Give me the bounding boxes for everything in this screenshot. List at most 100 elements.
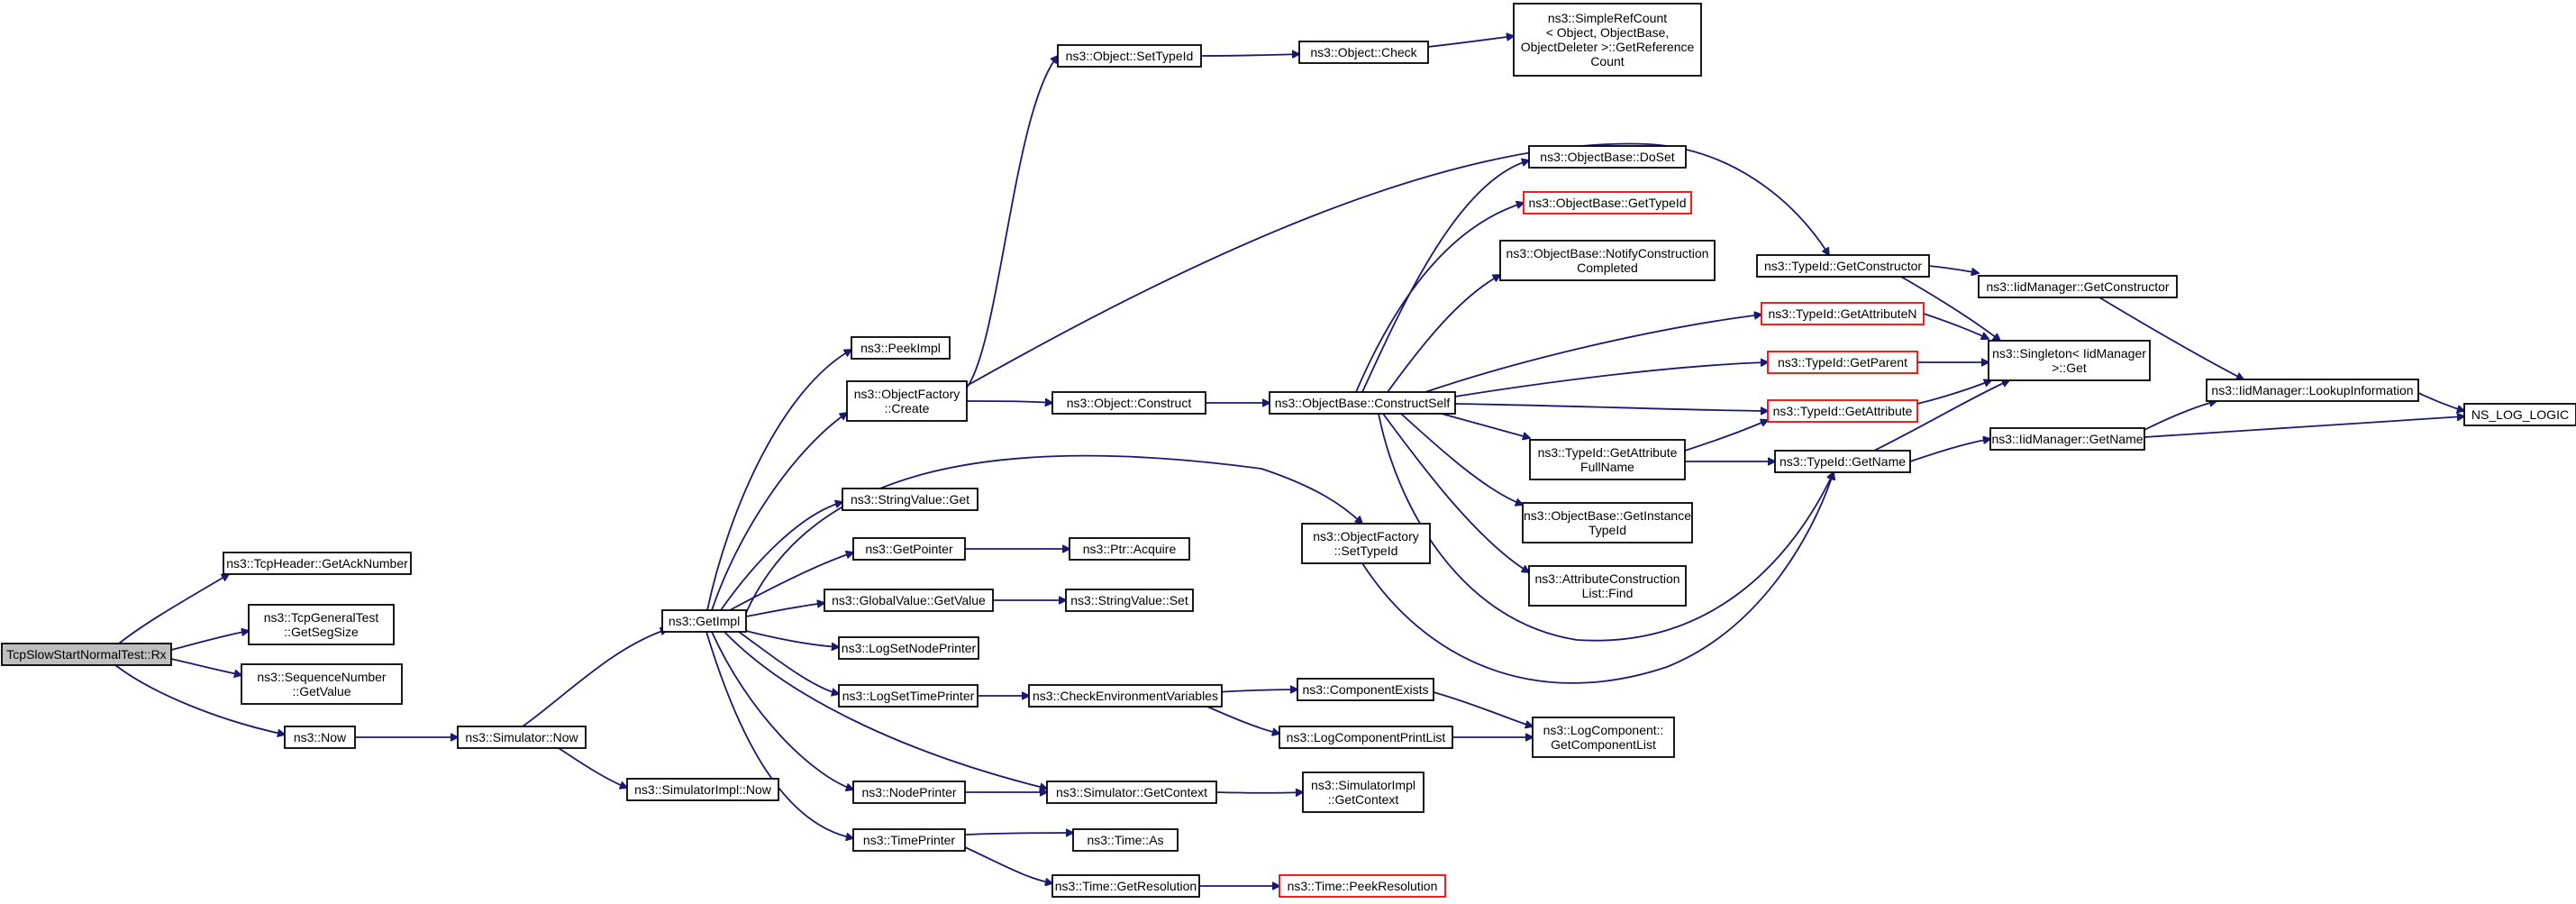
node-label: ns3::NodePrinter <box>861 785 956 799</box>
node-box <box>842 488 979 511</box>
node-box <box>457 726 587 749</box>
node-label: ns3::Object::Construct <box>1067 396 1192 410</box>
node-n32[interactable]: ns3::LogComponentPrintList <box>1279 726 1453 749</box>
node-n12[interactable]: ns3::GlobalValue::GetValue <box>824 589 994 612</box>
node-label: ns3::LogSetNodePrinter <box>842 641 977 655</box>
node-label: ns3::Simulator::Now <box>465 730 578 744</box>
node-n47[interactable]: ns3::IidManager::GetName <box>1989 427 2145 451</box>
node-n9[interactable]: ns3::ObjectFactory::Create <box>846 380 968 422</box>
call-edge <box>1400 413 1523 505</box>
node-n17[interactable]: ns3::Object::SetTypeId <box>1057 44 1202 68</box>
node-label: ns3::SimulatorImpl::Now <box>634 782 772 797</box>
node-label: ns3::GlobalValue::GetValue <box>832 593 986 607</box>
call-edge <box>966 56 1058 388</box>
call-edge <box>2144 401 2216 431</box>
node-label: ns3::ComponentExists <box>1302 682 1428 697</box>
node-n22[interactable]: ns3::ObjectBase::DoSet <box>1528 145 1687 169</box>
node-n44[interactable]: ns3::TypeId::GetName <box>1774 450 1911 473</box>
node-label: ns3::ObjectBase::NotifyConstruction <box>1506 246 1709 260</box>
node-n35[interactable]: ns3::SimulatorImpl::GetContext <box>1302 772 1425 813</box>
call-edge <box>1361 160 1529 393</box>
node-n0[interactable]: TcpSlowStartNormalTest::Rx <box>1 643 172 666</box>
node-box <box>1761 302 1925 325</box>
node-n20[interactable]: ns3::Object::Construct <box>1051 391 1206 415</box>
node-n37[interactable]: ns3::Time::GetResolution <box>1051 874 1200 898</box>
call-edge <box>724 631 1047 789</box>
node-label: ns3::Object::SetTypeId <box>1066 49 1194 63</box>
call-edge <box>1900 276 2000 341</box>
node-n28[interactable]: ns3::Ptr::Acquire <box>1069 537 1190 561</box>
call-edge <box>558 747 627 788</box>
node-label: ns3::TimePrinter <box>863 833 956 847</box>
node-box <box>1528 145 1687 169</box>
node-n42[interactable]: ns3::TypeId::GetParent <box>1767 351 1918 374</box>
node-n5[interactable]: ns3::Simulator::Now <box>457 726 587 749</box>
node-label: ns3::StringValue::Set <box>1070 593 1188 607</box>
node-n29[interactable]: ns3::StringValue::Set <box>1065 589 1194 612</box>
node-box <box>626 778 779 801</box>
node-label: ns3::TcpGeneralTest <box>264 610 379 625</box>
node-box <box>661 609 747 633</box>
node-n2[interactable]: ns3::TcpGeneralTest::GetSegSize <box>248 604 395 645</box>
node-box <box>241 663 403 705</box>
node-n10[interactable]: ns3::StringValue::Get <box>842 488 979 511</box>
node-n48[interactable]: ns3::IidManager::LookupInformation <box>2206 379 2419 402</box>
node-box <box>1301 523 1431 564</box>
node-n24[interactable]: ns3::ObjectBase::NotifyConstructionCompl… <box>1499 240 1716 281</box>
node-n18[interactable]: ns3::Object::Check <box>1298 41 1429 64</box>
node-n49[interactable]: NS_LOG_LOGIC <box>2463 403 2576 426</box>
call-edge <box>1378 413 1834 642</box>
node-n23[interactable]: ns3::ObjectBase::GetTypeId <box>1523 191 1692 215</box>
node-n7[interactable]: ns3::GetImpl <box>661 609 747 633</box>
node-box <box>1298 41 1429 64</box>
node-box <box>248 604 395 645</box>
node-label: ns3::Time::As <box>1087 833 1163 847</box>
node-n8[interactable]: ns3::PeekImpl <box>851 336 951 360</box>
node-n46[interactable]: ns3::Singleton< IidManager>::Get <box>1988 340 2151 381</box>
node-n40[interactable]: ns3::TypeId::GetConstructor <box>1756 254 1930 278</box>
node-n45[interactable]: ns3::IidManager::GetConstructor <box>1978 275 2178 298</box>
node-n14[interactable]: ns3::LogSetTimePrinter <box>838 684 979 708</box>
call-edge <box>738 631 839 694</box>
node-box <box>1069 537 1190 561</box>
node-label: ns3::SimpleRefCount <box>1548 11 1667 25</box>
node-label: ns3::LogSetTimePrinter <box>842 689 975 703</box>
node-n19[interactable]: ns3::SimpleRefCount< Object, ObjectBase,… <box>1513 3 1702 77</box>
node-n33[interactable]: ns3::LogComponent::GetComponentList <box>1532 717 1675 758</box>
node-n6[interactable]: ns3::SimulatorImpl::Now <box>626 778 779 801</box>
node-n30[interactable]: ns3::CheckEnvironmentVariables <box>1028 684 1223 708</box>
node-n34[interactable]: ns3::Simulator::GetContext <box>1046 781 1217 804</box>
node-box <box>1988 340 2151 381</box>
node-label: ns3::IidManager::GetName <box>1991 432 2143 446</box>
node-n13[interactable]: ns3::LogSetNodePrinter <box>838 636 979 660</box>
call-edge <box>522 629 668 727</box>
node-label: ns3::LogComponentPrintList <box>1287 730 1446 744</box>
node-box <box>851 336 951 360</box>
node-box <box>1269 391 1456 415</box>
node-n31[interactable]: ns3::ComponentExists <box>1297 678 1434 701</box>
node-label: ns3::ObjectBase::ConstructSelf <box>1275 396 1451 410</box>
node-n41[interactable]: ns3::TypeId::GetAttributeN <box>1761 302 1925 325</box>
node-n1[interactable]: ns3::TcpHeader::GetAckNumber <box>223 552 412 575</box>
node-n11[interactable]: ns3::GetPointer <box>852 537 966 561</box>
node-n4[interactable]: ns3::Now <box>284 726 356 749</box>
node-n16[interactable]: ns3::TimePrinter <box>852 828 966 852</box>
node-box <box>838 636 979 660</box>
call-edge <box>1215 689 1297 692</box>
node-box <box>1767 351 1918 374</box>
node-n21[interactable]: ns3::ObjectBase::ConstructSelf <box>1269 391 1456 415</box>
node-n39[interactable]: ns3::ObjectFactory::SetTypeId <box>1301 523 1431 564</box>
node-label: GetComponentList <box>1551 737 1656 752</box>
node-box <box>1057 44 1202 68</box>
call-edge <box>114 664 285 735</box>
node-box <box>838 684 979 708</box>
node-n38[interactable]: ns3::Time::PeekResolution <box>1279 874 1446 898</box>
node-n43[interactable]: ns3::TypeId::GetAttribute <box>1767 399 1918 423</box>
node-n3[interactable]: ns3::SequenceNumber::GetValue <box>241 663 403 705</box>
node-n36[interactable]: ns3::Time::As <box>1072 828 1179 852</box>
call-edge <box>1684 420 1768 452</box>
node-n15[interactable]: ns3::NodePrinter <box>852 781 966 804</box>
